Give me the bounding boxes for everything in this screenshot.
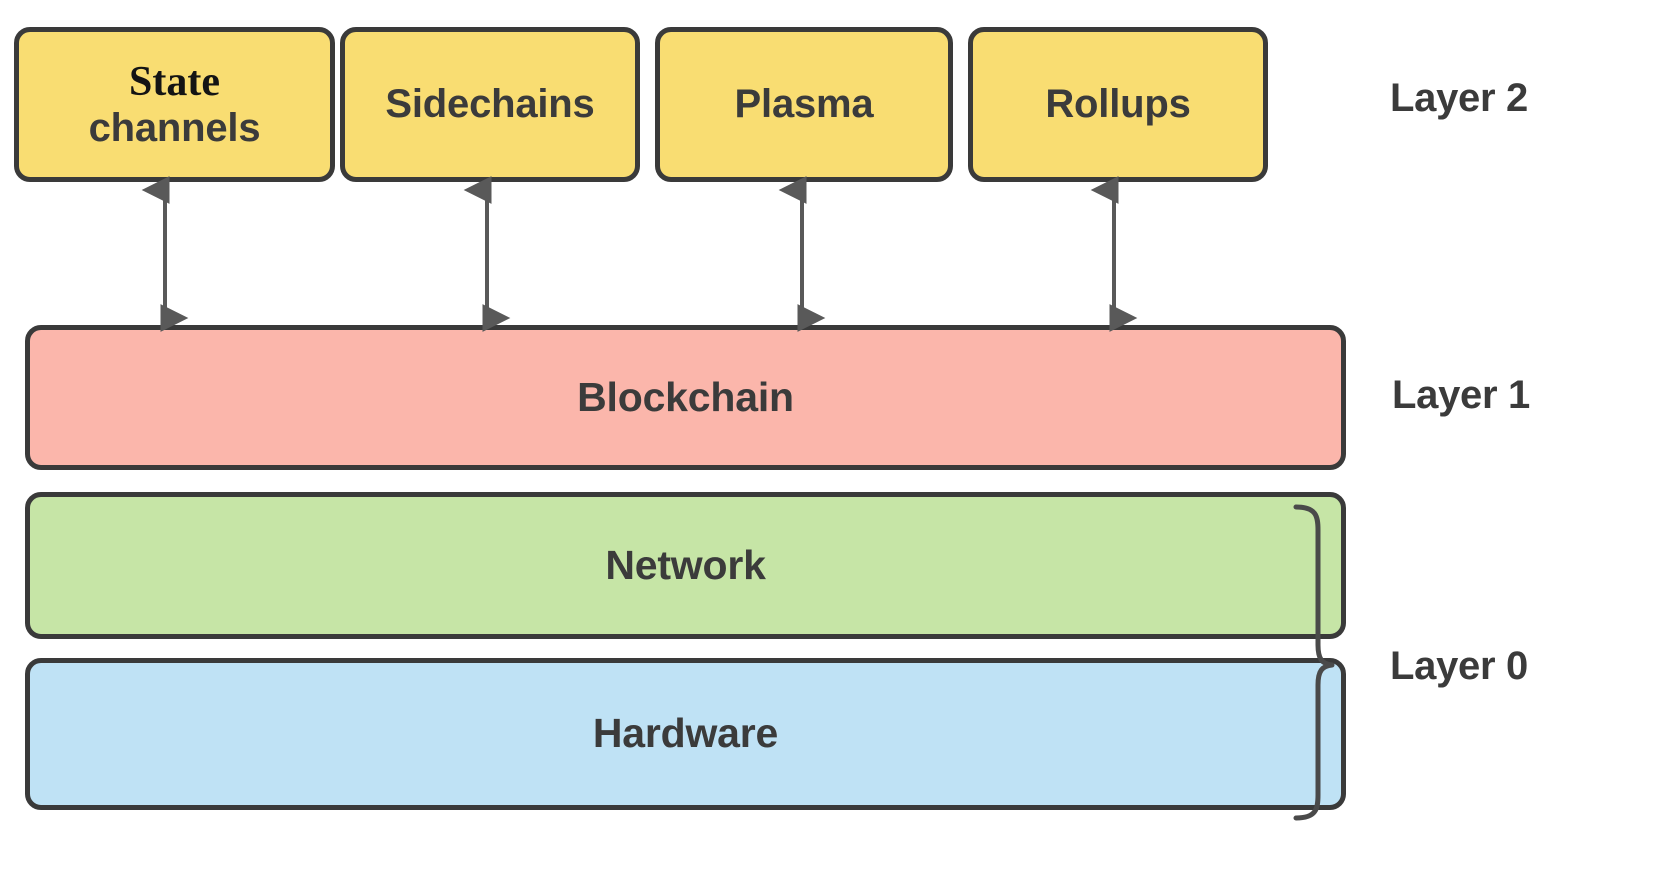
blockchain-label: Blockchain [577,373,794,420]
layer-tag-layer1: Layer 1 [1392,373,1530,417]
rollups-label: Rollups [1045,82,1191,127]
sidechains-label: Sidechains [385,82,595,127]
state-channels-label-line1: State [129,58,220,105]
layer2-box-rollups[interactable]: Rollups [968,27,1268,182]
layer2-box-plasma[interactable]: Plasma [655,27,953,182]
state-channels-label-line2: channels [88,105,261,150]
layer0-box-hardware[interactable]: Hardware [25,658,1346,810]
state-channels-label: State channels [89,59,261,151]
layer-tag-layer0: Layer 0 [1390,644,1528,688]
layer2-box-sidechains[interactable]: Sidechains [340,27,640,182]
plasma-label: Plasma [734,82,874,127]
hardware-label: Hardware [592,710,779,757]
layer0-box-network[interactable]: Network [25,492,1346,639]
layer1-box-blockchain[interactable]: Blockchain [25,325,1346,470]
layer2-box-state-channels[interactable]: State channels [14,27,335,182]
layer-tag-layer2: Layer 2 [1390,76,1528,120]
network-label: Network [605,541,766,588]
